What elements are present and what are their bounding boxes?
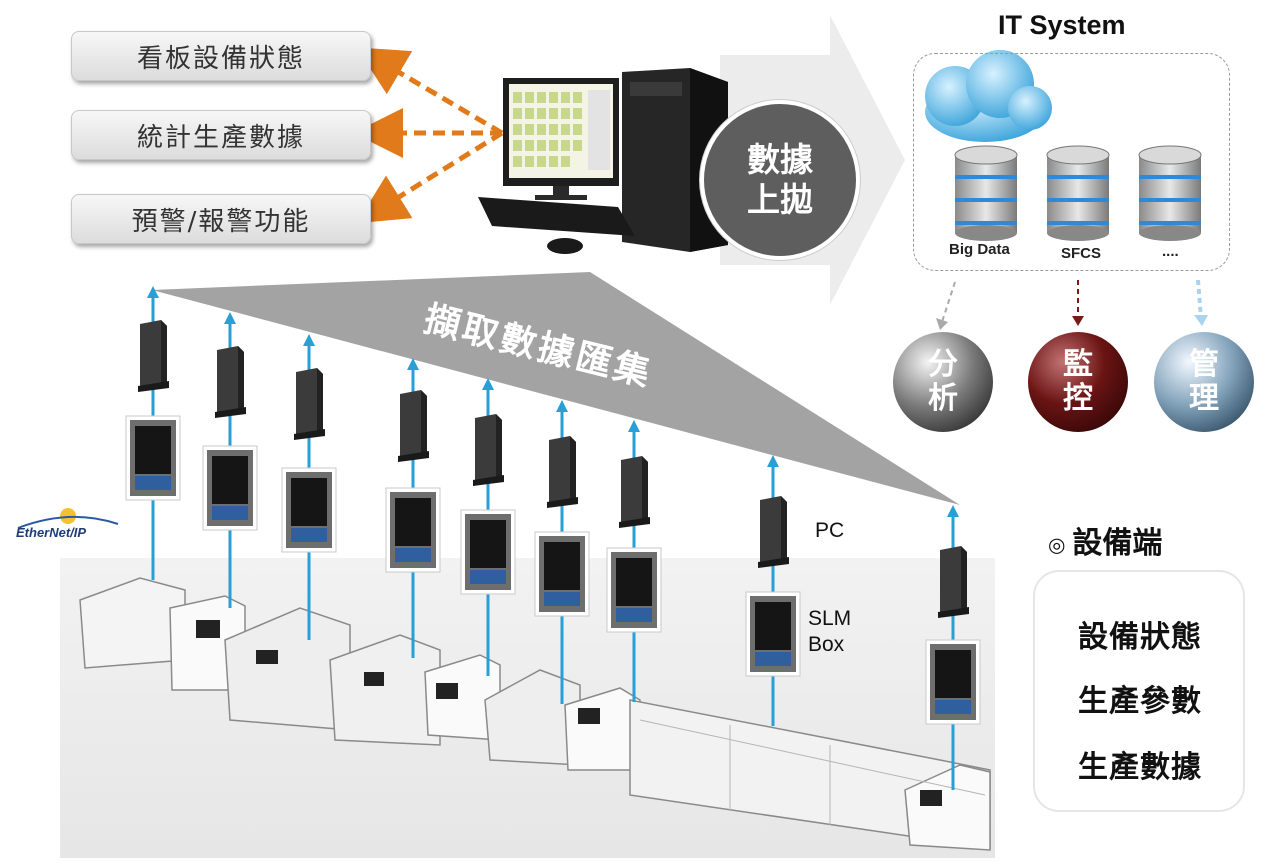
station-8: [745, 455, 801, 726]
ethernet-logo-swoosh: [17, 515, 119, 529]
slm-box-icon: [281, 467, 337, 553]
stations: [125, 286, 981, 790]
station-2: [202, 312, 258, 608]
orange-arrow-1: [356, 47, 504, 136]
tower-pc-icon: [619, 456, 650, 528]
outcome-analyze: 分析: [928, 347, 958, 416]
tower-pc-icon: [398, 390, 429, 462]
arrow-to-manage: [1196, 279, 1203, 319]
equipment-side-heading: ◎ 設備端: [1048, 526, 1163, 561]
database-icon-bigdata: [954, 145, 1018, 241]
sphere-analyze: [893, 332, 993, 432]
equipment-item-data: 生產數據: [1078, 750, 1202, 785]
station-4: [385, 358, 441, 658]
ethernet-logo-sun: [60, 508, 76, 524]
db-label-bigdata: Big Data: [949, 241, 1010, 258]
ethernet-ip-logo: EtherNet/IP: [16, 525, 87, 540]
computer: [478, 68, 728, 254]
station-7: [606, 420, 662, 702]
collect-triangle: [152, 272, 960, 505]
sphere-manage: [1154, 332, 1254, 432]
slm-box-icon: [202, 445, 258, 531]
bullet-icon: ◎: [1048, 532, 1073, 557]
upload-label-line1: 數據: [747, 140, 813, 179]
pc-label: PC: [815, 519, 845, 542]
database-icon-sfcs: [1046, 145, 1110, 241]
slm-box-icon: [534, 531, 590, 617]
equipment-side-box: [1033, 570, 1245, 812]
tower-pc-icon: [215, 346, 246, 418]
db-label-sfcs: SFCS: [1061, 245, 1102, 262]
station-6: [534, 400, 590, 704]
cloud-icon: [925, 50, 1052, 142]
arrow-to-analyze: [941, 281, 956, 323]
tower-pc-icon: [138, 320, 169, 392]
slm-box-icon: [745, 591, 801, 677]
tower-pc-icon: [758, 496, 789, 568]
slm-box-icon: [385, 487, 441, 573]
station-3: [281, 334, 337, 640]
orange-arrow-3: [356, 130, 504, 224]
equipment-item-params: 生產參數: [1078, 684, 1202, 719]
it-system-box: [913, 53, 1230, 271]
equipment-item-status: 設備狀態: [1078, 620, 1202, 655]
tower-pc-icon: [294, 368, 325, 440]
db-label-other: ....: [1162, 243, 1179, 260]
tower-pc-icon: [473, 414, 504, 486]
tower-pc-icon: [547, 436, 578, 508]
station-9: [925, 505, 981, 790]
function-dashboard-button: 看板設備狀態: [71, 31, 371, 81]
station-5: [460, 378, 516, 676]
outcome-monitor: 監控: [1063, 347, 1093, 416]
outcome-manage: 管理: [1189, 347, 1219, 416]
upload-circle: 數據上拋: [700, 100, 860, 260]
database-icon-other: [1138, 145, 1202, 241]
tower-pc-icon: [938, 546, 969, 618]
station-1: [125, 286, 181, 580]
it-system-title: IT System: [998, 10, 1126, 40]
function-statistics-button: 統計生產數據: [71, 110, 371, 160]
upload-label-line2: 上拋: [747, 180, 813, 219]
function-alarm-button: 預警/報警功能: [71, 194, 371, 244]
slm-box-icon: [460, 509, 516, 595]
slm-box-icon: [925, 639, 981, 725]
slm-box-icon: [606, 547, 662, 633]
sphere-monitor: [1028, 332, 1128, 432]
slm-box-icon: [125, 415, 181, 501]
